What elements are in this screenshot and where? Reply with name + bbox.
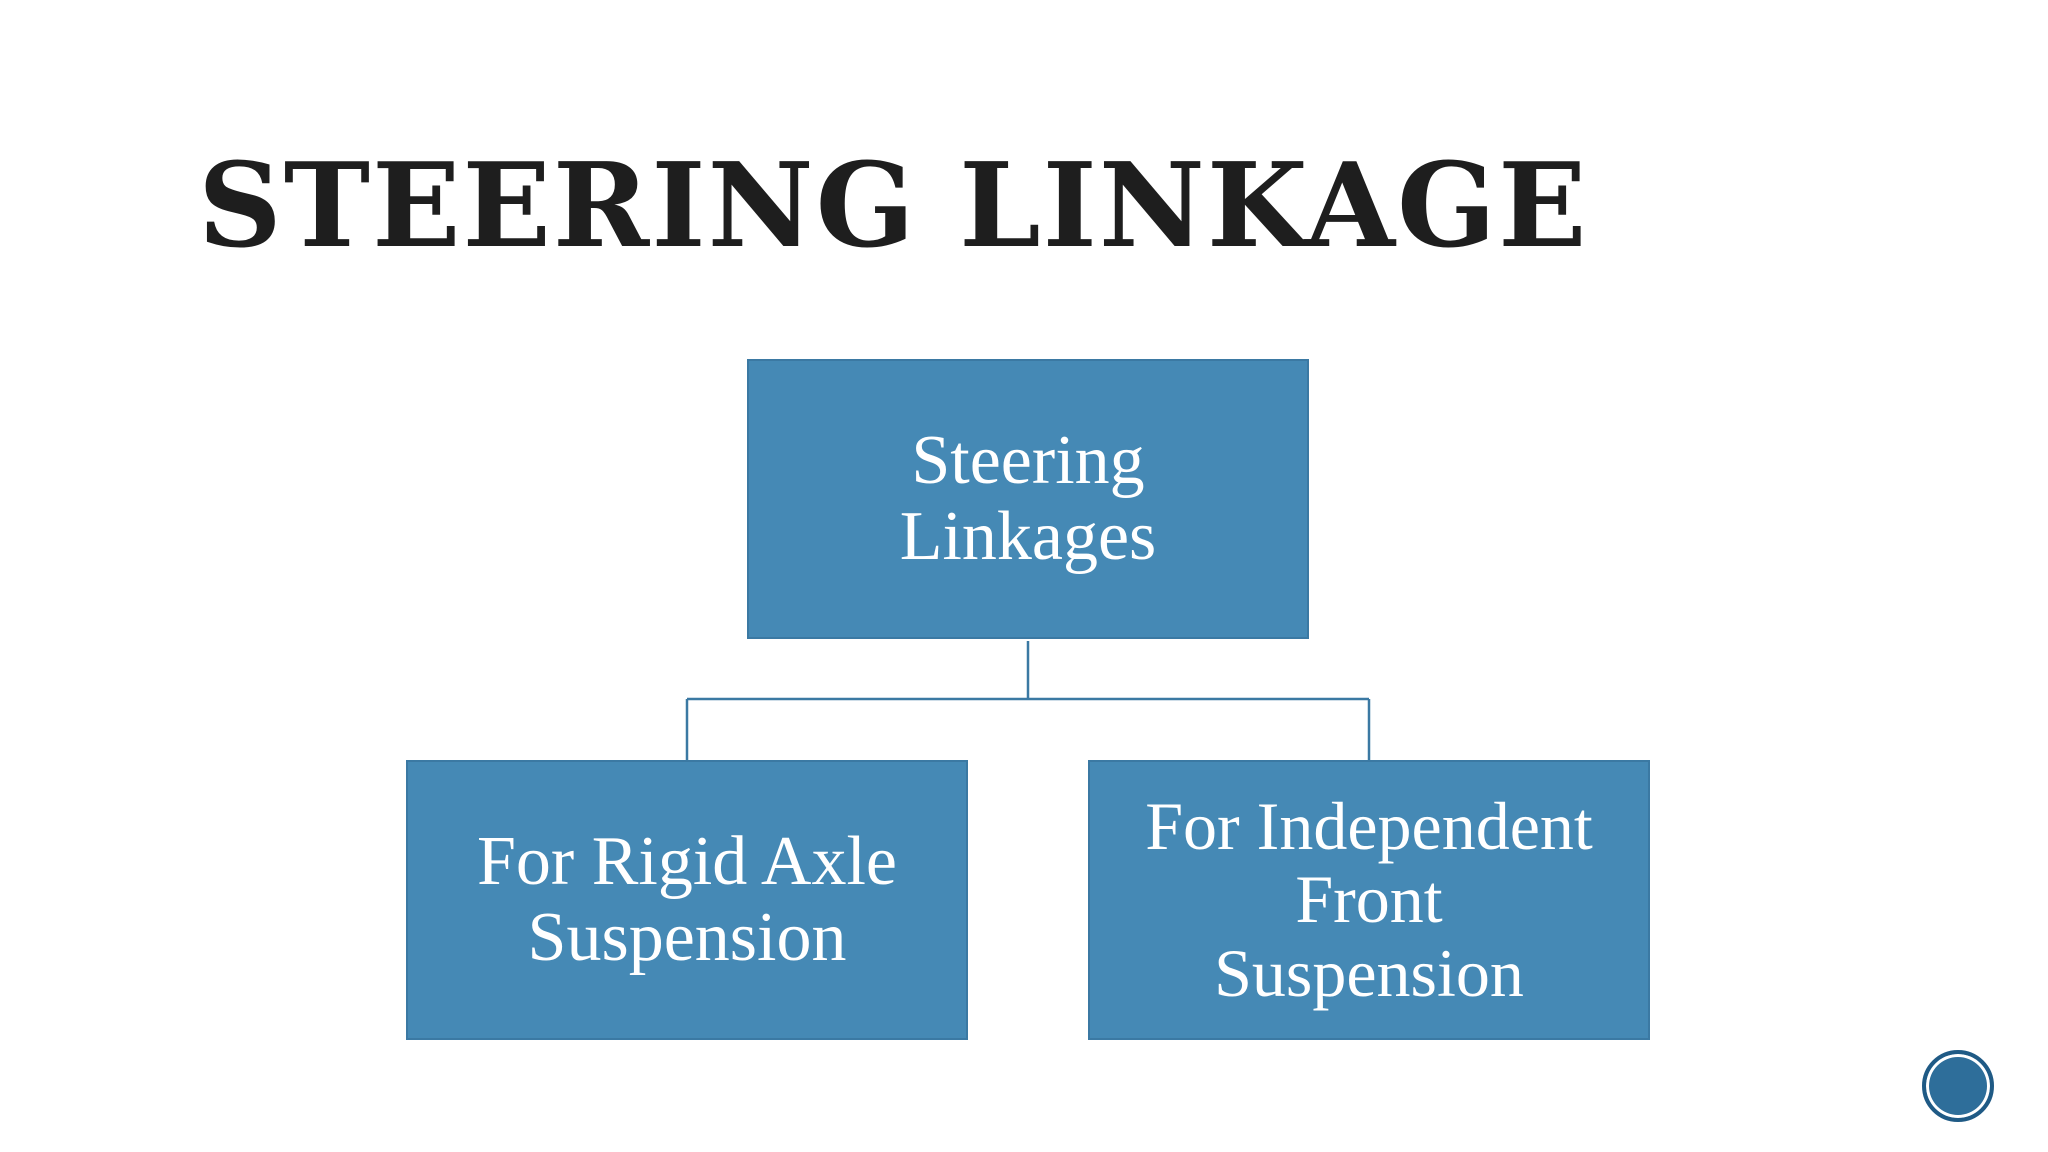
slide-title: Steering Linkage — [198, 138, 1589, 274]
node-steering-linkages-line-1: Steering — [911, 422, 1145, 500]
node-rigid-axle-suspension: For Rigid Axle Suspension — [406, 760, 968, 1040]
node-independent-line-3: Suspension — [1214, 934, 1524, 1011]
node-steering-linkages: Steering Linkages — [747, 359, 1309, 639]
node-rigid-axle-line-1: For Rigid Axle — [476, 823, 898, 901]
node-independent-front-suspension: For Independent Front Suspension — [1088, 760, 1650, 1040]
node-steering-linkages-line-2: Linkages — [899, 498, 1157, 575]
node-independent-line-2: Front — [1295, 861, 1443, 938]
node-rigid-axle-line-2: Suspension — [527, 899, 847, 976]
circle-nav-icon[interactable] — [1922, 1050, 1994, 1122]
node-independent-line-1: For Independent — [1145, 787, 1593, 864]
